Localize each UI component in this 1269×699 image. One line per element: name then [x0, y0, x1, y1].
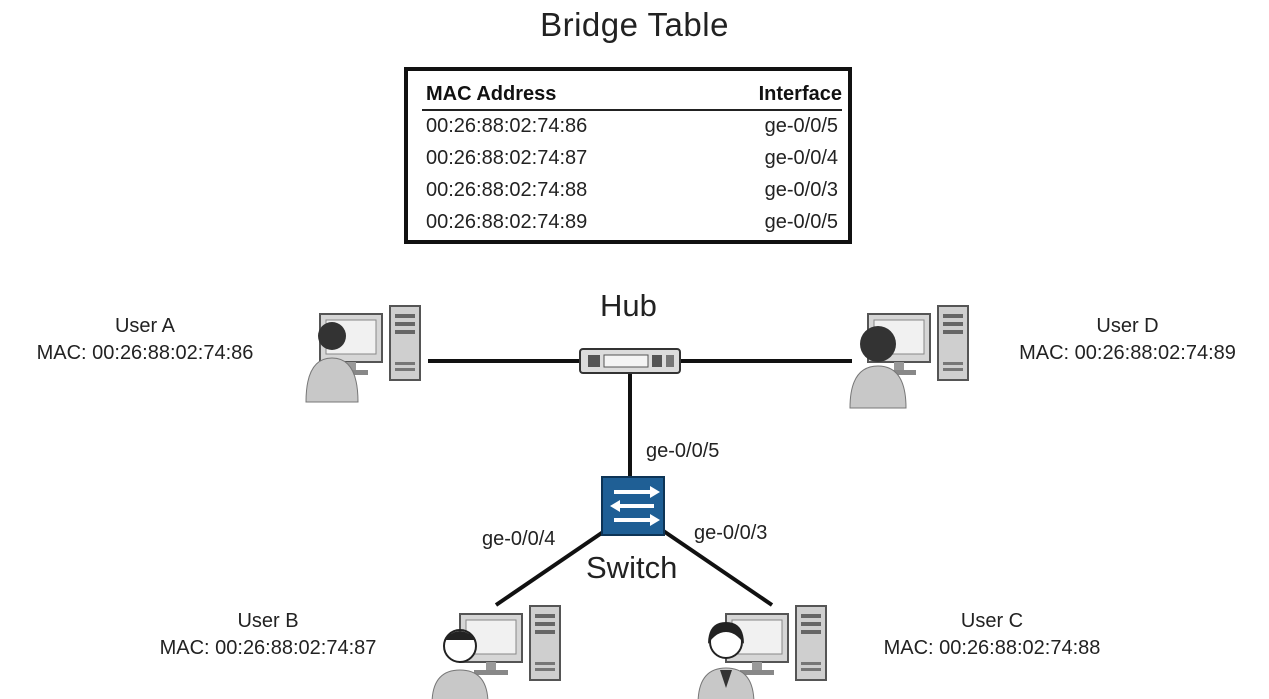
user-b-name: User B: [237, 610, 299, 632]
user-a-mac: MAC: 00:26:88:02:74:86: [36, 342, 254, 364]
page-title: Bridge Table: [540, 6, 729, 43]
interface-label-to-user-c: ge-0/0/3: [694, 522, 768, 544]
user-b-info: User B MAC: 00:26:88:02:74:87: [128, 608, 408, 662]
user-d-info: User D MAC: 00:26:88:02:74:89: [990, 313, 1265, 367]
header-mac-address: MAC Address: [426, 83, 557, 105]
user-d-computer: [849, 305, 969, 409]
hub-device: [579, 348, 681, 374]
interface-label-to-hub: ge-0/0/5: [646, 440, 720, 462]
user-c-name: User C: [960, 610, 1024, 632]
user-d-mac: MAC: 00:26:88:02:74:89: [1019, 342, 1236, 364]
row-mac: 00:26:88:02:74:87: [426, 147, 588, 169]
row-mac: 00:26:88:02:74:89: [426, 211, 588, 233]
user-a-info: User A MAC: 00:26:88:02:74:86: [0, 313, 290, 367]
user-c-info: User C MAC: 00:26:88:02:74:88: [852, 608, 1132, 662]
switch-device: [601, 476, 665, 536]
user-a-computer: [305, 305, 421, 403]
bridge-table: MAC Address Interface 00:26:88:02:74:86 …: [404, 67, 852, 244]
interface-label-to-user-b: ge-0/0/4: [482, 528, 556, 550]
user-c-mac: MAC: 00:26:88:02:74:88: [883, 637, 1101, 659]
row-interface: ge-0/0/4: [764, 147, 838, 169]
user-c-computer: [697, 605, 827, 699]
row-interface: ge-0/0/3: [764, 179, 838, 201]
hub-label: Hub: [600, 288, 657, 323]
table-header: MAC Address Interface: [422, 81, 842, 111]
header-interface: Interface: [758, 83, 842, 105]
user-b-mac: MAC: 00:26:88:02:74:87: [159, 637, 377, 659]
table-row: 00:26:88:02:74:87 ge-0/0/4: [426, 147, 838, 177]
row-mac: 00:26:88:02:74:86: [426, 115, 588, 137]
user-b-computer: [431, 605, 561, 699]
row-interface: ge-0/0/5: [764, 211, 838, 233]
row-interface: ge-0/0/5: [764, 115, 838, 137]
table-row: 00:26:88:02:74:88 ge-0/0/3: [426, 179, 838, 209]
row-mac: 00:26:88:02:74:88: [426, 179, 588, 201]
user-d-name: User D: [1096, 315, 1159, 337]
user-a-name: User A: [114, 315, 176, 337]
table-row: 00:26:88:02:74:89 ge-0/0/5: [426, 211, 838, 241]
table-row: 00:26:88:02:74:86 ge-0/0/5: [426, 115, 838, 145]
switch-label: Switch: [586, 550, 678, 585]
link-switch-userc: [660, 528, 774, 607]
link-switch-userb: [494, 528, 608, 607]
